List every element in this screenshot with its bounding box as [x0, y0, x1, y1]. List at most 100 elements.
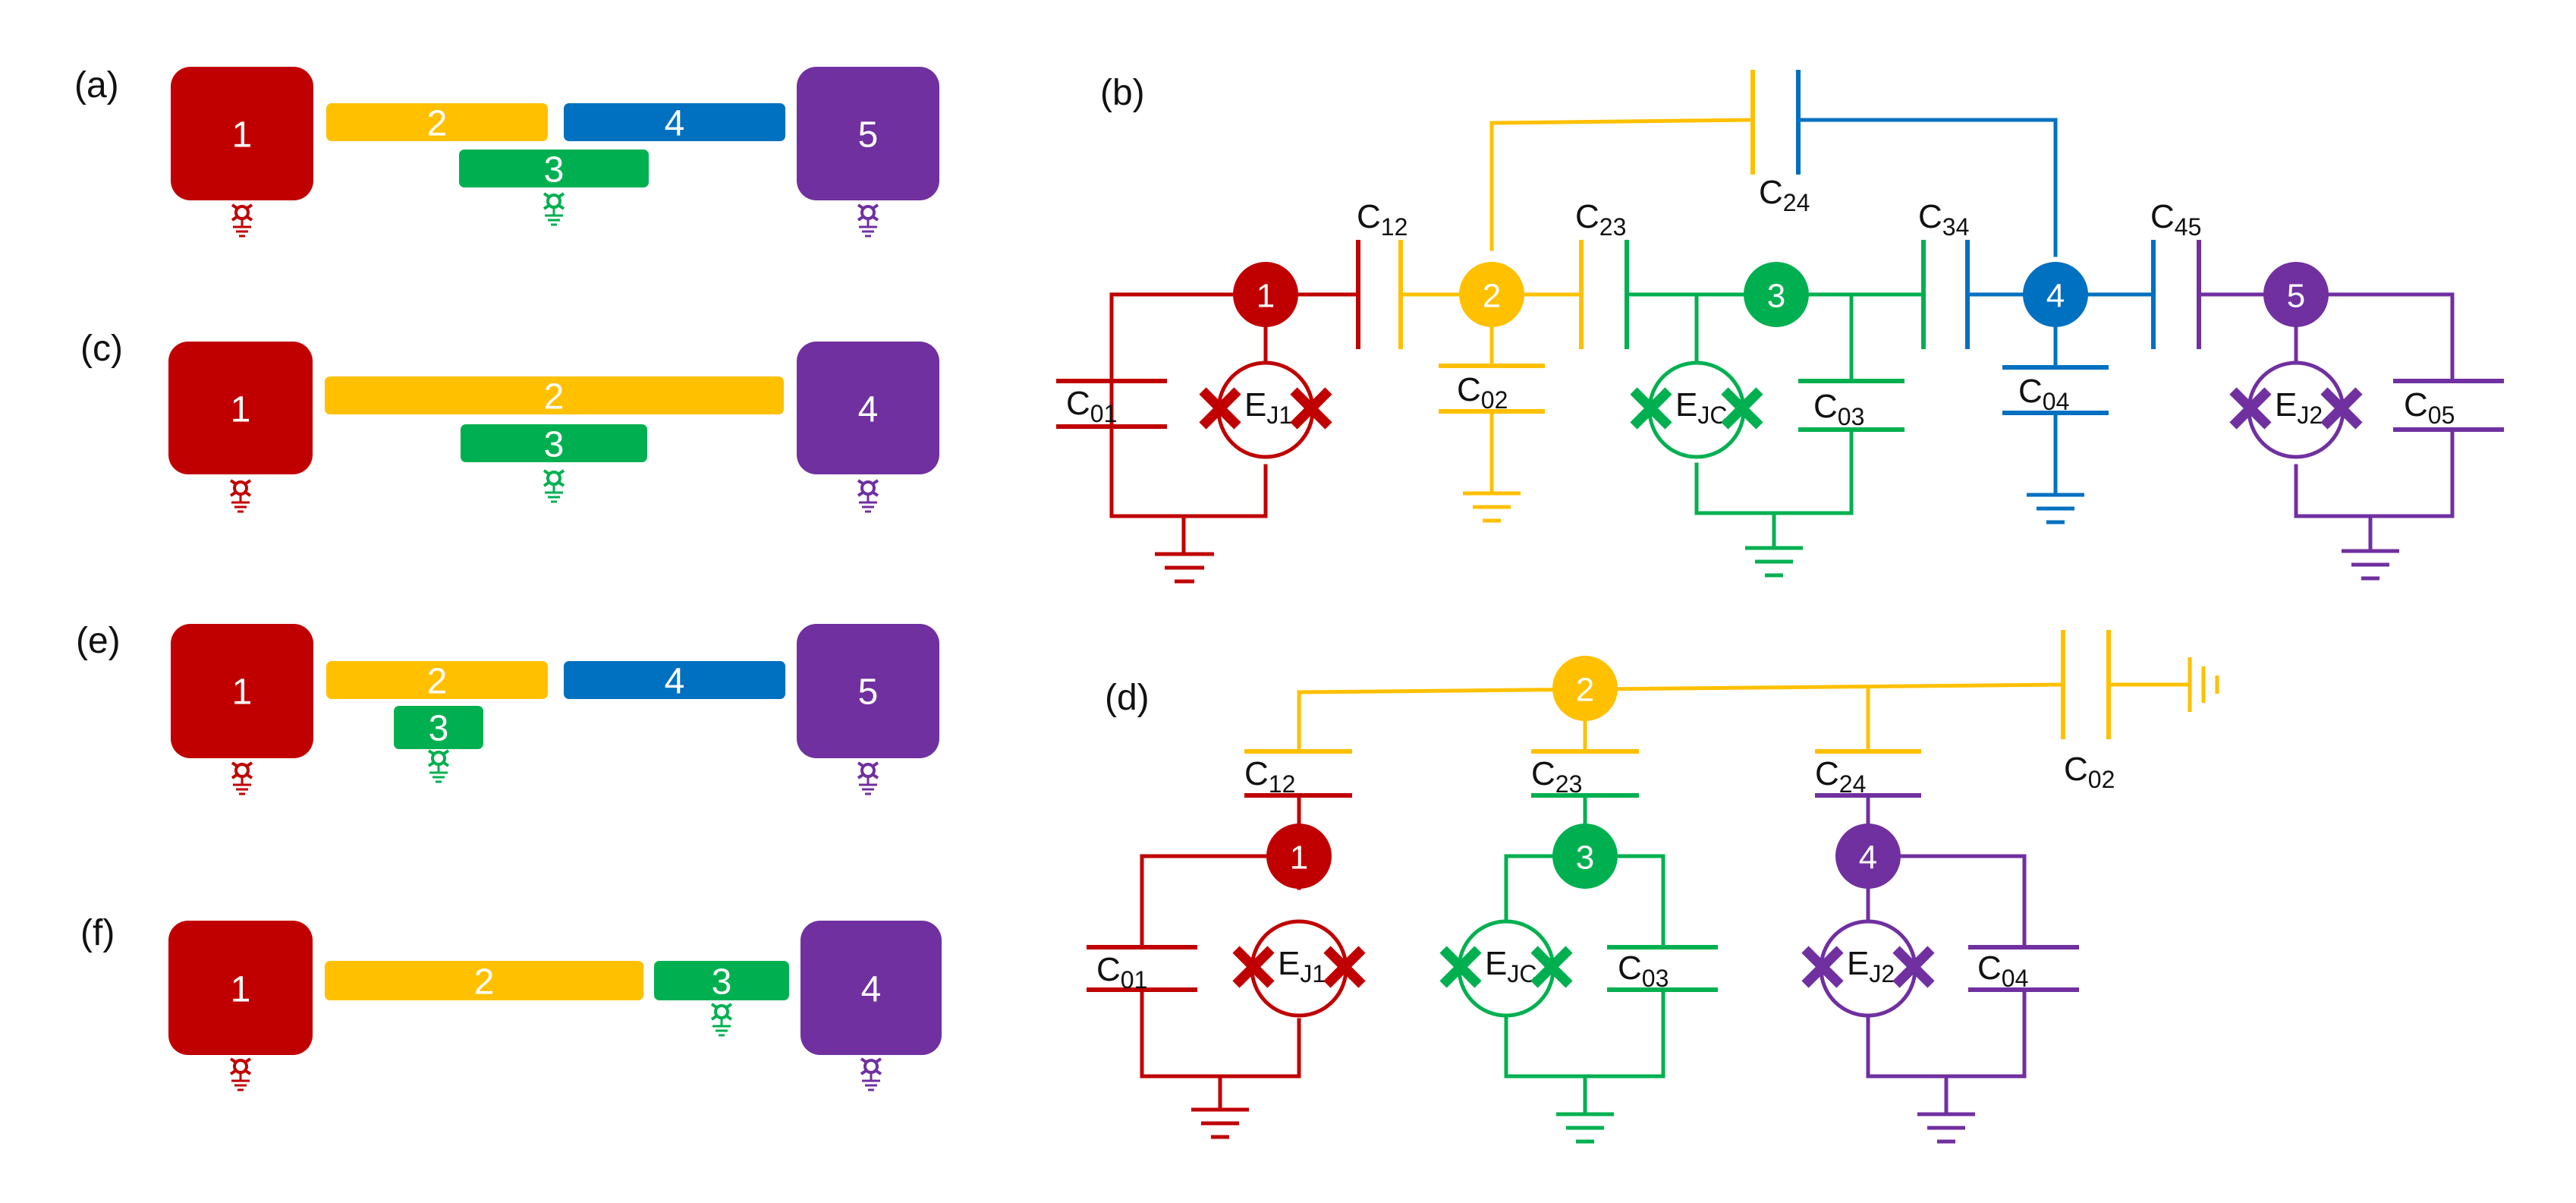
- node-label-3: 3: [1576, 839, 1594, 877]
- qubit-block-1: 1: [171, 67, 313, 200]
- cap-label-c02: C02: [1457, 371, 1508, 414]
- node-3: [1552, 824, 1618, 889]
- jj-ground-icon: [710, 1003, 733, 1037]
- node-label-3: 3: [1767, 278, 1785, 315]
- panel-label-f: (f): [80, 913, 115, 953]
- coupler-block-4: 4: [564, 661, 785, 702]
- ground-icon: [1191, 1107, 1249, 1139]
- qubit-1-circuit: C01 EJ1 1: [1056, 262, 1360, 584]
- junction-label-ej1: EJ1: [1278, 945, 1326, 987]
- qubit-block-1: 1: [168, 921, 313, 1055]
- block-label-2: 2: [427, 104, 448, 144]
- coupler-block-3: 3: [654, 961, 789, 1003]
- coupler-3-circuit: C03 EJC 3: [1625, 262, 1926, 578]
- cap-label-c23: C23: [1575, 198, 1626, 241]
- block-label-3: 3: [712, 962, 732, 1003]
- jj-ground-icon: [231, 203, 253, 238]
- node-label-4: 4: [2046, 278, 2065, 315]
- ground-icon: [1917, 1112, 1975, 1144]
- jj-ground-icon: [427, 749, 450, 783]
- jj-ground-icon: [229, 1057, 252, 1091]
- panel-e: (e) 1 2 3 4 5: [76, 621, 939, 795]
- qubit-block-5: 5: [797, 67, 939, 200]
- qubit-5-circuit: C05 EJ2 5: [2197, 262, 2504, 581]
- ground-icon: [2027, 493, 2084, 524]
- cap-label-c24: C24: [1815, 755, 1866, 798]
- junction-label-ej1: EJ1: [1244, 386, 1292, 429]
- capacitor-c23: C23: [1575, 198, 1629, 349]
- block-label-2: 2: [474, 962, 495, 1003]
- block-label-3: 3: [544, 425, 565, 465]
- coupler-block-2: 2: [326, 103, 548, 144]
- node-label-2: 2: [1576, 672, 1594, 709]
- panel-c: (c) 1 2 3 4: [80, 329, 939, 513]
- block-label-5: 5: [858, 115, 879, 156]
- coupler-block-3: 3: [394, 706, 483, 749]
- node-3: [1744, 262, 1809, 327]
- qubit-1-circuit: C12 C01 EJ1 1: [1087, 749, 1366, 1139]
- junction-cross-icon: [1439, 946, 1573, 988]
- node-label-1: 1: [1257, 278, 1275, 315]
- panel-d: (d) C02 2 C12: [1087, 630, 2219, 1144]
- node-label-1: 1: [1290, 839, 1308, 877]
- coupler-block-4: 4: [564, 103, 785, 144]
- jj-ground-icon: [857, 203, 879, 238]
- block-label-4: 4: [665, 104, 685, 144]
- cap-label-c02: C02: [2064, 751, 2115, 793]
- ground-icon: [1155, 552, 1214, 584]
- capacitor-c24: C24: [1489, 70, 2058, 257]
- coupler-block-2: 2: [325, 961, 643, 1003]
- cap-label-c24: C24: [1759, 174, 1810, 216]
- coupler-block-2: 2: [326, 661, 548, 702]
- junction-cross-icon: [1232, 946, 1366, 988]
- capacitor-c12: C12: [1356, 198, 1408, 349]
- ground-icon: [1556, 1112, 1614, 1144]
- block-label-3: 3: [429, 709, 449, 749]
- panel-f: (f) 1 2 3 4: [80, 913, 942, 1091]
- coupler-block-3: 3: [459, 150, 649, 191]
- junction-cross-icon: [1630, 387, 1763, 430]
- block-label-1: 1: [232, 115, 253, 156]
- cap-label-c23: C23: [1531, 755, 1582, 798]
- cap-label-c45: C45: [2150, 198, 2201, 241]
- junction-label-ejc: EJC: [1485, 945, 1536, 987]
- capacitor-c34: C34: [1918, 198, 1970, 349]
- coupler-4-circuit: C04 4: [1965, 262, 2156, 524]
- jj-ground-icon: [543, 192, 565, 226]
- ground-icon: [1463, 491, 1521, 523]
- cap-label-c04: C04: [2018, 373, 2069, 415]
- block-label-2: 2: [427, 662, 448, 702]
- node-4: [2023, 262, 2088, 327]
- node-2: [1552, 656, 1618, 721]
- node-4: [1835, 824, 1901, 889]
- cap-label-c01: C01: [1066, 385, 1117, 427]
- jj-ground-icon: [857, 479, 879, 513]
- capacitor-c45: C45: [2150, 198, 2201, 349]
- node-5: [2263, 262, 2329, 327]
- block-label-1: 1: [232, 672, 253, 713]
- coupler-block-3: 3: [461, 424, 647, 465]
- qubit-block-4: 4: [800, 921, 942, 1055]
- jj-ground-icon: [231, 761, 253, 795]
- qubit-block-1: 1: [171, 624, 313, 758]
- block-label-1: 1: [231, 390, 251, 430]
- block-label-4: 4: [665, 662, 685, 702]
- qubit-block-5: 5: [797, 624, 939, 758]
- node-label-4: 4: [1859, 839, 1877, 877]
- block-label-2: 2: [544, 377, 565, 417]
- qubit-block-1: 1: [168, 342, 313, 474]
- panel-a: (a) 1 2 3 4 5: [74, 65, 939, 238]
- block-label-3: 3: [544, 150, 565, 191]
- jj-ground-icon: [543, 469, 565, 503]
- node-1: [1233, 262, 1298, 327]
- qubit-4-circuit: C24 C04 EJ2 4: [1801, 749, 2079, 1144]
- panel-b: (b) C24 C01 EJ1: [1056, 70, 2504, 584]
- panel-label-e: (e): [76, 621, 121, 661]
- jj-ground-icon: [860, 1057, 882, 1091]
- cap-label-c12: C12: [1357, 198, 1408, 241]
- panel-label-a: (a): [74, 65, 119, 105]
- coupler-2-circuit: C02 2: [1398, 262, 1584, 523]
- junction-label-ej2: EJ2: [1847, 945, 1895, 987]
- node-2: [1459, 262, 1524, 327]
